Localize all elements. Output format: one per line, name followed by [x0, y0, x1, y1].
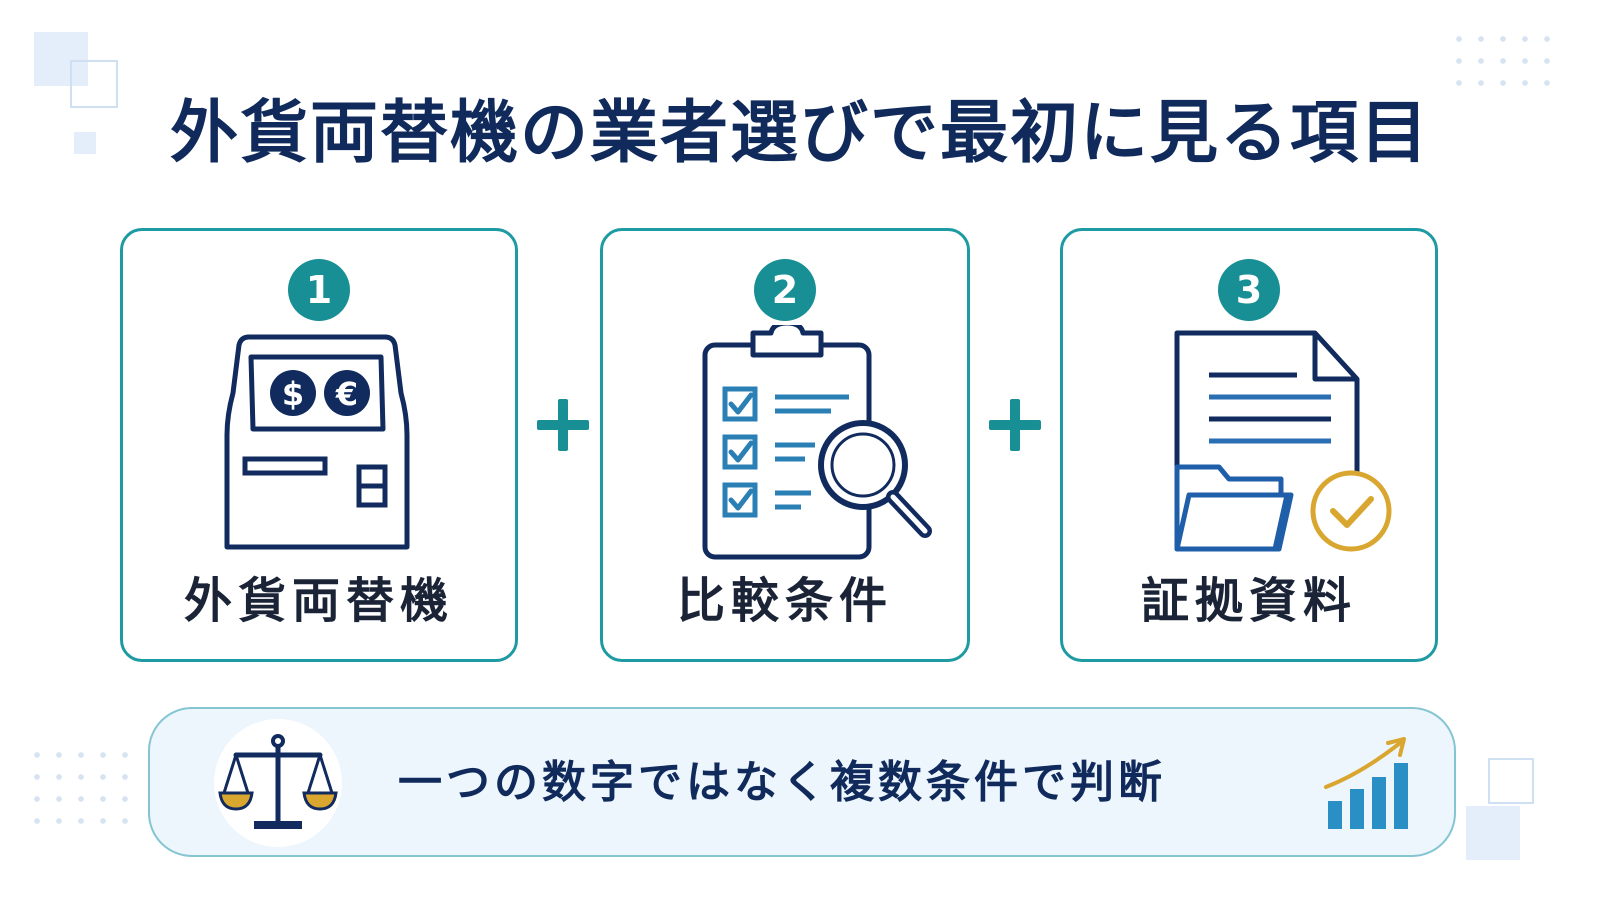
decor-dot-grid	[26, 744, 136, 832]
step-card-3: 3 証拠資料	[1060, 228, 1438, 662]
euro-symbol: €	[335, 375, 358, 413]
decor-square-outline	[1488, 758, 1534, 804]
plus-icon	[537, 399, 589, 451]
document-folder-check-icon	[1174, 330, 1392, 552]
decor-square-outline	[70, 60, 118, 108]
dollar-symbol: $	[282, 375, 304, 413]
currency-exchange-machine-icon: $ €	[224, 334, 410, 550]
step-card-1: 1 $ € 外貨両替機	[120, 228, 518, 662]
decor-square	[74, 132, 96, 154]
plus-icon	[989, 399, 1041, 451]
summary-text: 一つの数字ではなく複数条件で判断	[398, 757, 1166, 808]
decor-dot-grid	[1448, 28, 1558, 94]
step-label: 証拠資料	[1140, 573, 1357, 629]
decor-square	[1466, 806, 1520, 860]
scale-icon-background	[214, 719, 342, 847]
step-card-2: 2 比較条件	[600, 228, 970, 662]
step-label: 外貨両替機	[183, 573, 454, 629]
step-number-badge: 2	[754, 259, 816, 321]
growth-chart-icon	[1324, 737, 1408, 829]
summary-banner: 一つの数字ではなく複数条件で判断	[148, 707, 1456, 857]
page-title: 外貨両替機の業者選びで最初に見る項目	[169, 94, 1430, 173]
step-label: 比較条件	[676, 573, 893, 629]
clipboard-checklist-magnifier-icon	[702, 325, 932, 560]
decor-square	[34, 32, 88, 86]
balance-scale-icon	[218, 734, 338, 829]
step-number-badge: 1	[288, 259, 350, 321]
step-number-badge: 3	[1218, 259, 1280, 321]
